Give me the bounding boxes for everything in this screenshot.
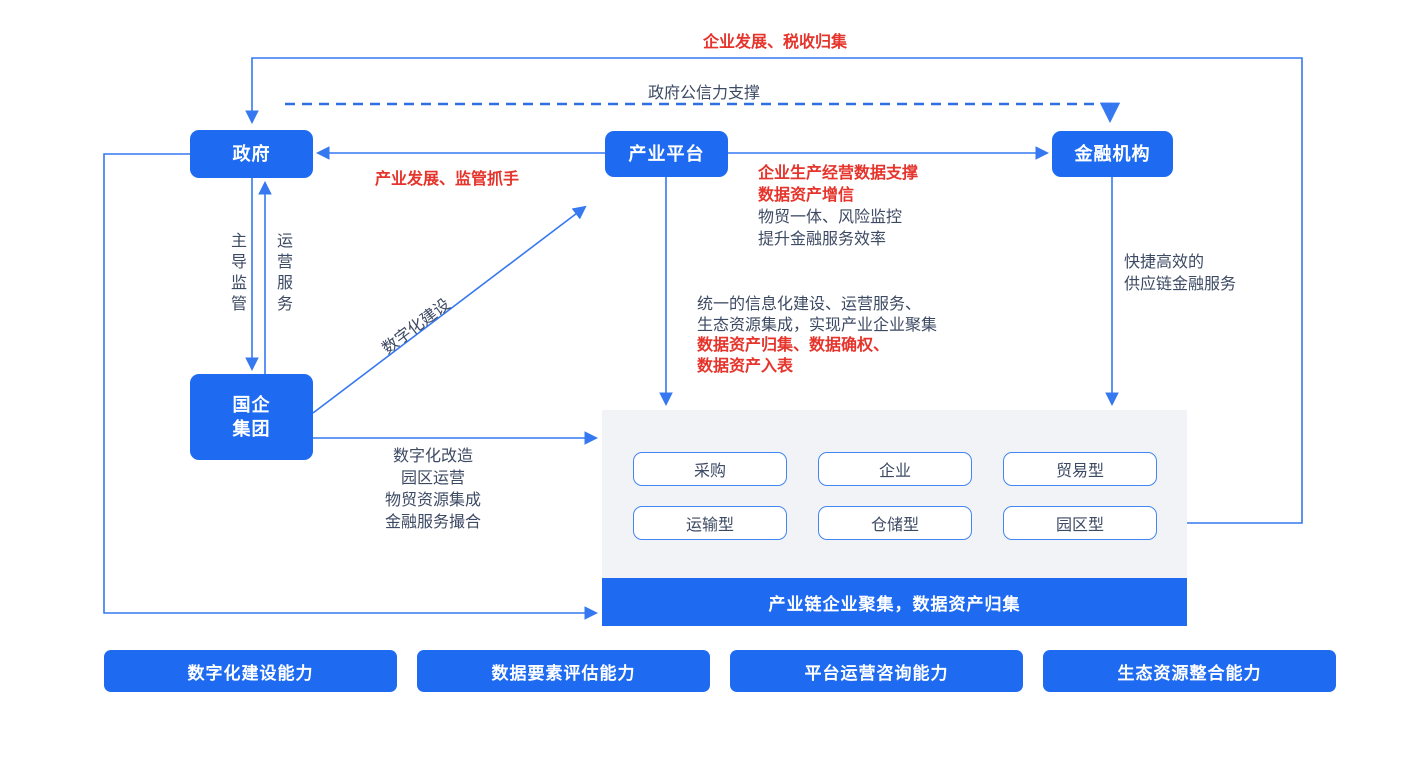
label-finance-to-panel: 快捷高效的 供应链金融服务 [1124, 252, 1236, 296]
enterprise-type-box: 园区型 [1003, 506, 1157, 540]
label-platform-to-panel-line4: 数据资产入表 [697, 357, 794, 375]
capability-data-element-evaluation: 数据要素评估能力 [417, 650, 710, 692]
label-platform-to-finance-line3: 物贸一体、风险监控 [758, 209, 903, 226]
label-platform-to-panel: 统一的信息化建设、运营服务、 生态资源集成，实现产业企业聚集 数据资产归集、数据… [697, 295, 937, 377]
capability-ecosystem-resource-integration: 生态资源整合能力 [1043, 650, 1336, 692]
edge-credibility-dashed [285, 102, 1121, 124]
enterprise-type-box: 采购 [633, 452, 787, 486]
node-platform-label: 产业平台 [628, 144, 705, 164]
label-platform-to-panel-line3: 数据资产归集、数据确权、 [697, 337, 890, 354]
capability-platform-operation-consulting: 平台运营咨询能力 [730, 650, 1023, 692]
label-soe-to-gov-vertical: 运营服务 [274, 232, 291, 316]
label-soe-to-panel: 数字化改造 园区运营 物贸资源集成 金融服务撮合 [353, 446, 513, 534]
enterprise-type-box: 贸易型 [1003, 452, 1157, 486]
enterprise-type-box: 企业 [818, 452, 972, 486]
node-finance: 金融机构 [1052, 131, 1173, 177]
label-platform-to-finance-line2: 数据资产增信 [758, 187, 855, 204]
node-soe-line2: 集团 [232, 419, 271, 439]
node-soe: 国企 集团 [190, 374, 313, 460]
enterprise-type-box: 运输型 [633, 506, 787, 540]
enterprise-type-box: 仓储型 [818, 506, 972, 540]
node-government: 政府 [190, 130, 313, 178]
node-finance-label: 金融机构 [1074, 144, 1151, 164]
edge-gov-to-bar [103, 153, 599, 620]
node-soe-label: 国企 集团 [233, 393, 271, 441]
label-credibility: 政府公信力支撑 [648, 85, 761, 102]
label-soe-to-panel-line4: 金融服务撮合 [384, 514, 481, 531]
aggregation-bar-label: 产业链企业聚集，数据资产归集 [768, 594, 1021, 614]
capability-digital-construction: 数字化建设能力 [104, 650, 397, 692]
label-gov-to-soe-vertical: 主导监管 [228, 232, 245, 316]
label-platform-to-finance: 企业生产经营数据支撑 数据资产增信 物贸一体、风险监控 提升金融服务效率 [758, 163, 918, 251]
node-soe-line1: 国企 [232, 395, 271, 415]
label-platform-to-finance-line1: 企业生产经营数据支撑 [758, 165, 919, 182]
aggregation-bar: 产业链企业聚集，数据资产归集 [602, 578, 1187, 626]
label-soe-to-panel-line3: 物贸资源集成 [384, 492, 481, 509]
label-platform-to-panel-line1: 统一的信息化建设、运营服务、 [697, 296, 922, 313]
node-government-label: 政府 [232, 144, 271, 164]
label-platform-to-gov: 产业发展、监管抓手 [375, 171, 520, 188]
node-platform: 产业平台 [605, 131, 728, 177]
label-platform-to-panel-line2: 生态资源集成，实现产业企业聚集 [697, 316, 938, 334]
edge-top-loop [245, 57, 1303, 524]
label-finance-to-panel-line1: 快捷高效的 [1124, 254, 1205, 271]
label-platform-to-finance-line4: 提升金融服务效率 [758, 231, 887, 248]
label-finance-to-panel-line2: 供应链金融服务 [1124, 276, 1237, 293]
enterprise-panel: 采购 企业 贸易型 运输型 仓储型 园区型 [602, 410, 1187, 578]
label-soe-to-panel-line2: 园区运营 [400, 470, 465, 487]
label-soe-to-panel-line1: 数字化改造 [392, 448, 473, 465]
label-top-loop: 企业发展、税收归集 [703, 34, 848, 51]
edge-soe-to-platform-diagonal [312, 205, 587, 414]
